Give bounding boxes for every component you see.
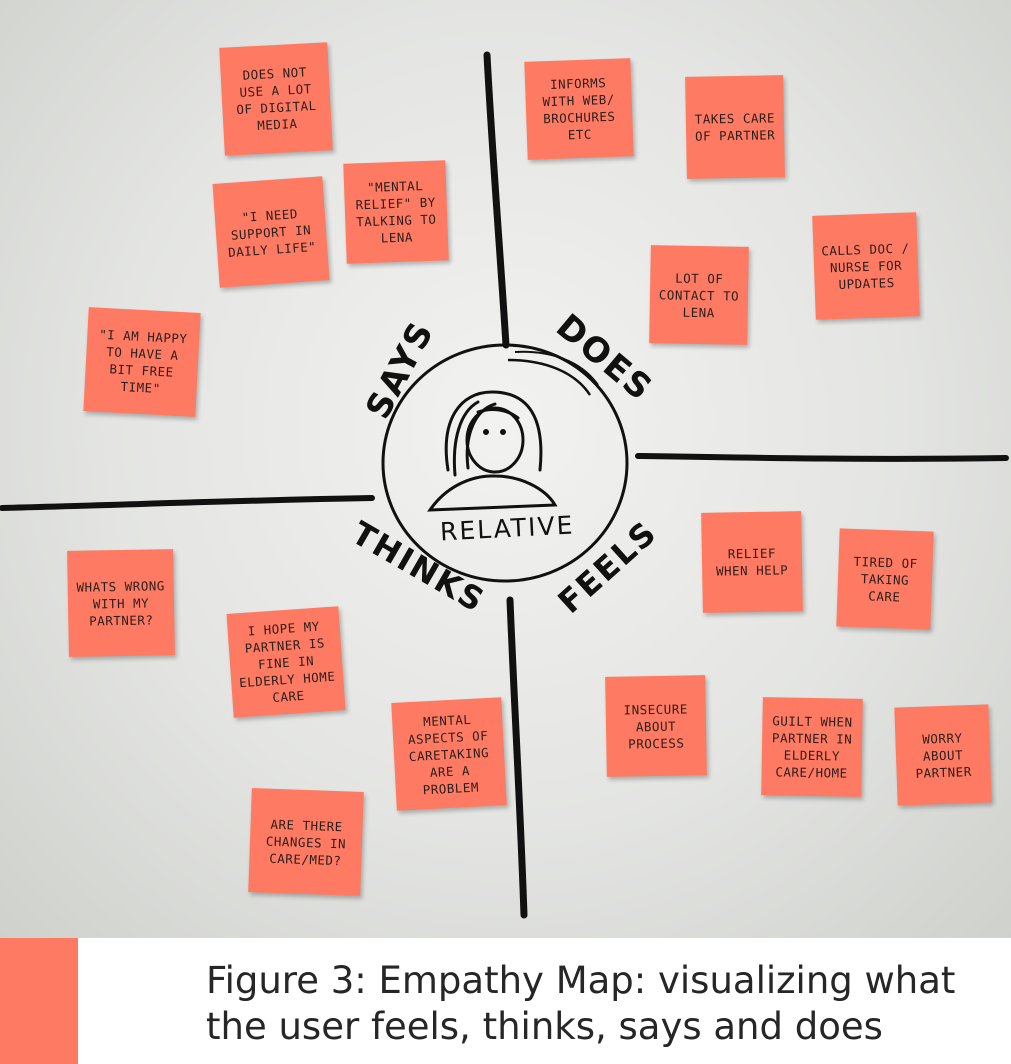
note-need-support: "I need support in daily life" <box>212 176 330 288</box>
note-text: Guilt when partner in elderly care/home <box>771 713 853 781</box>
note-digital-media: Does not use a lot of digital media <box>219 42 333 156</box>
person-sketch-icon <box>427 390 558 512</box>
right-axis-line <box>635 453 1009 462</box>
note-guilt: Guilt when partner in elderly care/home <box>761 697 863 797</box>
empathy-map-photo: SAYS DOES THINKS FEELS RELATIVE Does not… <box>0 0 1011 938</box>
bottom-axis-line <box>506 596 528 919</box>
note-calls-doc: Calls doc / nurse for updates <box>812 212 920 320</box>
note-informs-web: Informs with web/ brochures etc <box>524 58 634 160</box>
note-text: "Mental relief" by talking to Lena <box>355 178 437 246</box>
note-text: Are there changes in care/med? <box>265 816 347 868</box>
caption-line-2: the user feels, thinks, says and does <box>206 1005 883 1048</box>
note-changes-care: Are there changes in care/med? <box>248 788 364 896</box>
caption-accent-bar <box>0 938 78 1064</box>
note-text: Mental aspects of caretaking are a probl… <box>407 711 490 797</box>
note-hope-partner: I hope my partner is fine in elderly hom… <box>226 606 346 718</box>
note-text: Does not use a lot of digital media <box>235 64 317 134</box>
top-axis-line <box>483 51 510 349</box>
note-text: Calls doc / nurse for updates <box>821 239 910 292</box>
note-text: I hope my partner is fine in elderly hom… <box>238 618 336 705</box>
note-text: Relief when help <box>715 545 789 579</box>
note-mental-relief: "Mental relief" by talking to Lena <box>343 160 449 264</box>
note-text: Whats wrong with my partner? <box>76 577 165 629</box>
note-text: Lot of contact to Lena <box>658 270 740 320</box>
note-text: Insecure about process <box>623 700 688 751</box>
note-relief-help: Relief when help <box>701 511 803 613</box>
note-insecure: Insecure about process <box>605 675 707 777</box>
note-happy-free-time: "I am happy to have a bit free time" <box>83 307 201 417</box>
center-circle <box>381 343 629 583</box>
whiteboard-drawing <box>0 51 1009 919</box>
left-axis-line <box>0 495 375 511</box>
note-whats-wrong: Whats wrong with my partner? <box>67 549 175 657</box>
swoosh-arc <box>507 358 592 396</box>
note-mental-aspects: Mental aspects of caretaking are a probl… <box>391 697 507 811</box>
caption-line-1: Figure 3: Empathy Map: visualizing what <box>206 959 956 1002</box>
note-text: Takes care of partner <box>694 110 776 144</box>
figure-caption: Figure 3: Empathy Map: visualizing what … <box>206 958 986 1050</box>
note-text: Worry about partner <box>915 729 972 781</box>
note-text: Tired of taking care <box>853 553 918 605</box>
note-worry: Worry about partner <box>894 704 992 806</box>
note-text: Informs with web/ brochures etc <box>542 75 616 143</box>
note-tired: Tired of taking care <box>836 528 934 630</box>
note-text: "I am happy to have a bit free time" <box>98 326 188 397</box>
note-lot-contact: Lot of contact to Lena <box>649 245 749 345</box>
note-text: "I need support in daily life" <box>227 205 317 260</box>
note-takes-care: Takes care of partner <box>685 75 785 179</box>
swoosh-arc-2 <box>514 350 599 386</box>
